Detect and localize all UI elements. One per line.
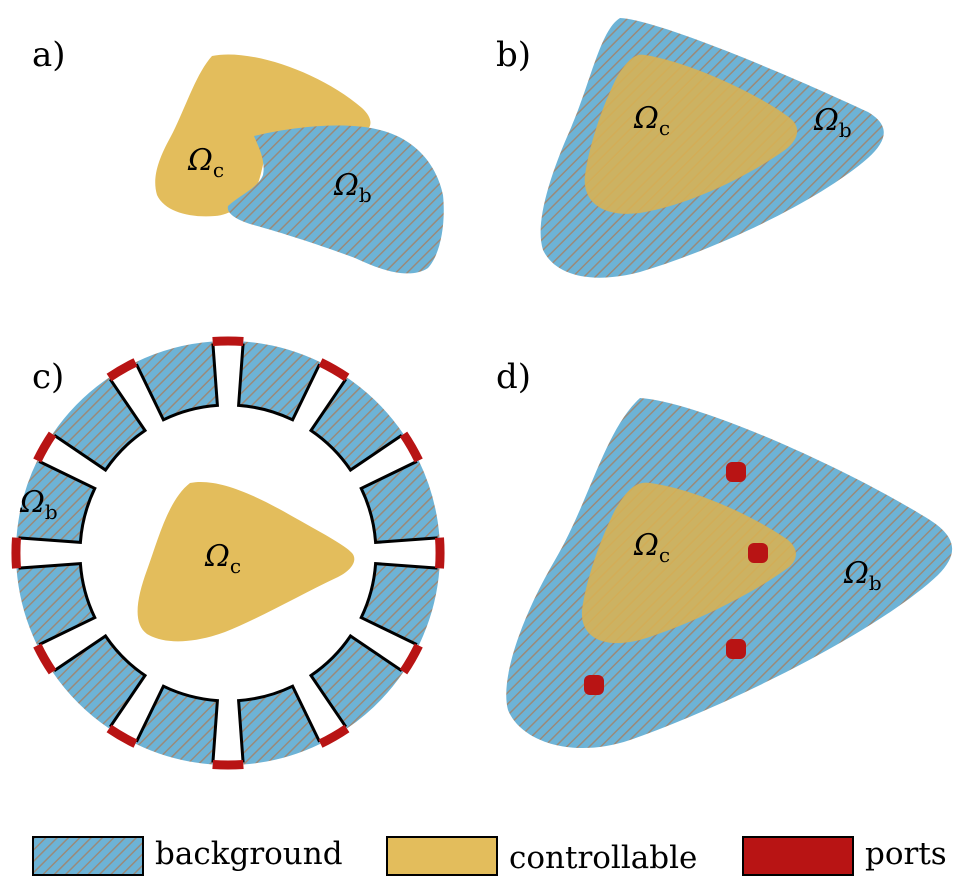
- stator-tooth-outline: [308, 633, 403, 728]
- legend-controllable-swatch: [386, 836, 498, 876]
- panel-a: a) Ωc Ωb: [32, 35, 444, 274]
- stator-tooth-outline: [359, 561, 438, 646]
- port: [212, 760, 244, 770]
- stator-tooth-outline: [135, 343, 220, 422]
- stator-tooth-outline: [308, 378, 403, 473]
- stator-tooth-outline: [53, 633, 148, 728]
- stator-tooth: [361, 563, 440, 646]
- stator-tooth-outline: [53, 378, 148, 473]
- panel-a-omega-c: Ωc: [187, 143, 224, 182]
- panel-b-omega-c: Ωc: [633, 101, 670, 140]
- port: [726, 462, 746, 482]
- legend-background-swatch: [32, 836, 144, 876]
- panel-d-omega-c: Ωc: [633, 528, 670, 567]
- port: [318, 724, 350, 748]
- stator-tooth: [361, 460, 440, 543]
- stator-tooth: [16, 563, 95, 646]
- stator-tooth-outline: [236, 343, 321, 422]
- port: [33, 643, 57, 675]
- stator-tooth: [52, 377, 145, 470]
- stator-tooth: [52, 636, 145, 729]
- panel-b-controllable-region: [584, 54, 798, 214]
- panel-c-omega-b: Ωb: [19, 485, 58, 524]
- stator-tooth: [238, 341, 321, 420]
- port: [212, 336, 244, 346]
- legend-background-label: background: [155, 836, 343, 872]
- stator-tooth: [238, 686, 321, 765]
- panel-d-omega-b: Ωb: [843, 556, 882, 595]
- port: [726, 639, 746, 659]
- stator-tooth: [311, 636, 404, 729]
- panel-c-controllable-region: [137, 481, 355, 642]
- port: [318, 358, 350, 382]
- legend-ports-swatch: [742, 836, 854, 876]
- port: [584, 675, 604, 695]
- port: [106, 358, 138, 382]
- panel-a-background-region: [227, 125, 444, 274]
- stator-tooth-outline: [18, 561, 97, 646]
- port: [399, 643, 423, 675]
- stator-tooth: [16, 460, 95, 543]
- legend: background controllable ports: [32, 836, 947, 876]
- legend-controllable-label: controllable: [509, 840, 697, 876]
- stator-tooth: [135, 341, 218, 420]
- panel-c-omega-c: Ωc: [204, 539, 241, 578]
- panel-b-label: b): [496, 35, 531, 75]
- port: [748, 543, 768, 563]
- stator-tooth: [135, 686, 218, 765]
- stator-tooth-outline: [359, 460, 438, 545]
- panel-a-label: a): [32, 35, 66, 75]
- port: [106, 724, 138, 748]
- panel-d: d) Ωc Ωb: [496, 357, 953, 749]
- port: [435, 537, 445, 569]
- panel-d-label: d): [496, 357, 531, 397]
- panel-a-omega-b: Ωb: [333, 168, 372, 207]
- panel-c: c) Ωc Ωb: [11, 336, 445, 770]
- port: [11, 537, 21, 569]
- panel-c-label: c): [32, 357, 64, 397]
- port: [33, 431, 57, 463]
- stator-tooth-outline: [236, 684, 321, 763]
- stator-tooth: [311, 377, 404, 470]
- stator-tooth-outline: [135, 684, 220, 763]
- panel-d-controllable-region: [581, 482, 796, 644]
- panel-b-omega-b: Ωb: [813, 103, 852, 142]
- port: [399, 431, 423, 463]
- legend-ports-label: ports: [865, 836, 947, 872]
- stator-tooth-outline: [18, 460, 97, 545]
- panel-c-stator: [11, 336, 445, 770]
- panel-b: b) Ωc Ωb: [496, 18, 884, 278]
